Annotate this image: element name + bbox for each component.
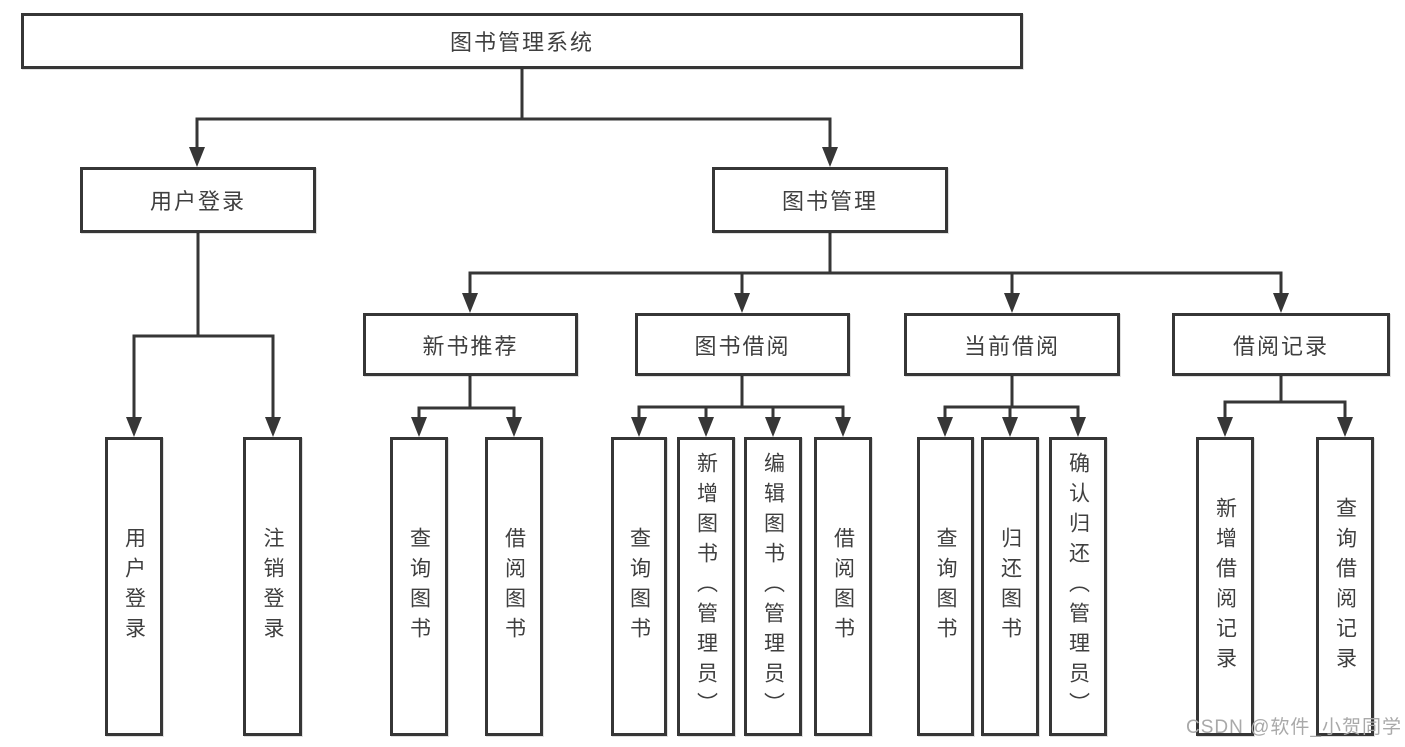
- node-label: 查询图书: [934, 526, 958, 647]
- node-cb-confirm-return-admin: 确认归还（管理员）: [1049, 437, 1107, 736]
- node-nb-borrow-book: 借阅图书: [485, 437, 543, 736]
- connector-root-to-level2: [195, 69, 832, 153]
- csdn-watermark: CSDN @软件_小贺同学: [1186, 717, 1402, 738]
- node-label: 新增图书（管理员）: [694, 451, 718, 722]
- node-label: 新增借阅记录: [1213, 496, 1237, 677]
- connector-borrow-record: [1223, 376, 1347, 423]
- connector-book-borrow: [637, 376, 845, 423]
- node-label: 编辑图书（管理员）: [761, 451, 785, 722]
- connector-user-login-group: [132, 233, 275, 423]
- node-bb-edit-book-admin: 编辑图书（管理员）: [744, 437, 802, 736]
- node-label: 查询图书: [627, 526, 651, 647]
- node-label: 用户登录: [149, 189, 246, 214]
- node-label: 用户登录: [122, 526, 146, 647]
- node-book-borrow: 图书借阅: [635, 313, 850, 376]
- node-bb-add-book-admin: 新增图书（管理员）: [677, 437, 735, 736]
- arrowhead-icons: [126, 147, 1353, 437]
- node-label: 确认归还（管理员）: [1066, 451, 1090, 722]
- node-label: 新书推荐: [422, 333, 519, 359]
- node-label: 注销登录: [261, 526, 285, 647]
- node-label: 借阅图书: [502, 526, 526, 647]
- connector-current-borrow: [943, 376, 1080, 423]
- node-current-borrow: 当前借阅: [904, 313, 1120, 376]
- node-bb-borrow-book: 借阅图书: [814, 437, 872, 736]
- node-user-login: 用户登录: [105, 437, 163, 736]
- node-label: 图书借阅: [694, 333, 791, 359]
- node-label: 图书管理系统: [449, 30, 594, 55]
- node-new-book-recommend: 新书推荐: [363, 313, 578, 376]
- node-br-add-record: 新增借阅记录: [1196, 437, 1254, 736]
- node-borrow-record: 借阅记录: [1172, 313, 1390, 376]
- node-nb-query-book: 查询图书: [390, 437, 448, 736]
- node-bb-query-book: 查询图书: [611, 437, 667, 736]
- node-user-login-group: 用户登录: [80, 167, 316, 233]
- node-book-management: 图书管理: [712, 167, 948, 233]
- node-label: 借阅图书: [831, 526, 855, 647]
- node-label: 归还图书: [998, 526, 1022, 647]
- connector-book-management: [468, 233, 1283, 299]
- node-cb-query-book: 查询图书: [917, 437, 974, 736]
- node-label: 查询借阅记录: [1333, 496, 1357, 677]
- node-label: 图书管理: [781, 189, 878, 214]
- connector-new-book-recommend: [417, 376, 516, 423]
- node-cb-return-book: 归还图书: [981, 437, 1039, 736]
- node-label: 当前借阅: [963, 333, 1060, 359]
- node-logout-login: 注销登录: [243, 437, 302, 736]
- node-label: 借阅记录: [1232, 333, 1329, 359]
- node-br-query-record: 查询借阅记录: [1316, 437, 1374, 736]
- node-label: 查询图书: [407, 526, 431, 647]
- node-library-management-system: 图书管理系统: [21, 13, 1023, 69]
